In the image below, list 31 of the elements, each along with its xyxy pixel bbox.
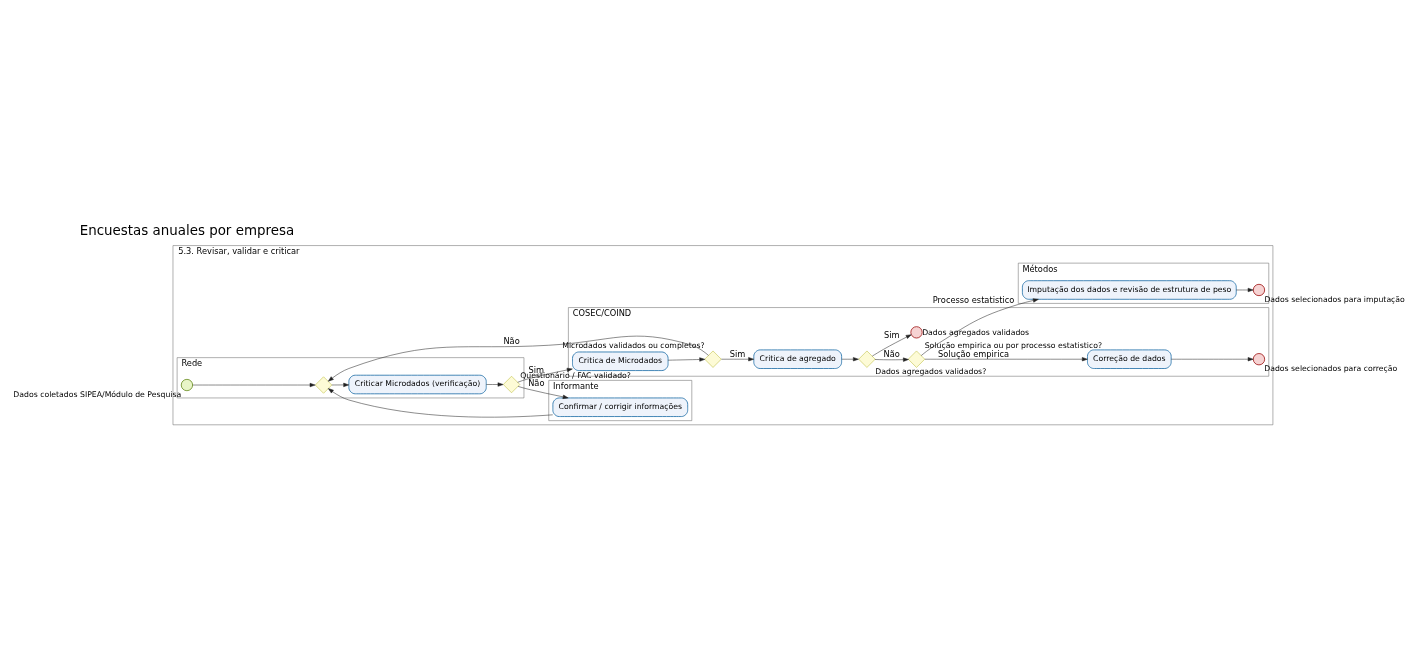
node-circle xyxy=(180,378,194,392)
node-diamond xyxy=(503,376,521,394)
arrow xyxy=(721,357,754,362)
arrow xyxy=(328,388,553,418)
edge-label: Não xyxy=(503,336,520,347)
node-circle xyxy=(1252,283,1266,297)
node-circle xyxy=(1252,353,1266,366)
arrow xyxy=(328,335,709,382)
edge-label: Processo estatistico xyxy=(932,295,1015,306)
edge-label: Sim xyxy=(883,330,900,341)
node-diamond xyxy=(704,350,722,368)
arrow xyxy=(517,386,569,399)
arrow xyxy=(486,382,504,387)
arrow xyxy=(841,357,859,362)
node-diamond xyxy=(908,350,926,368)
edge-label: Não xyxy=(528,378,545,389)
node-circle xyxy=(910,326,923,339)
arrow xyxy=(872,334,912,357)
label: Encuestas anuales por empresa xyxy=(79,222,295,238)
arrow xyxy=(667,357,706,362)
node-diamond xyxy=(858,350,876,368)
arrow xyxy=(1236,287,1254,293)
arrow xyxy=(924,357,1088,362)
arrow xyxy=(331,382,350,387)
arrow xyxy=(192,382,316,388)
edge-label: Não xyxy=(883,349,900,360)
edge-label: Sim xyxy=(729,348,746,359)
arrow xyxy=(920,298,1039,356)
arrow xyxy=(517,367,573,383)
arrow xyxy=(1171,357,1254,362)
arrow xyxy=(874,357,909,362)
